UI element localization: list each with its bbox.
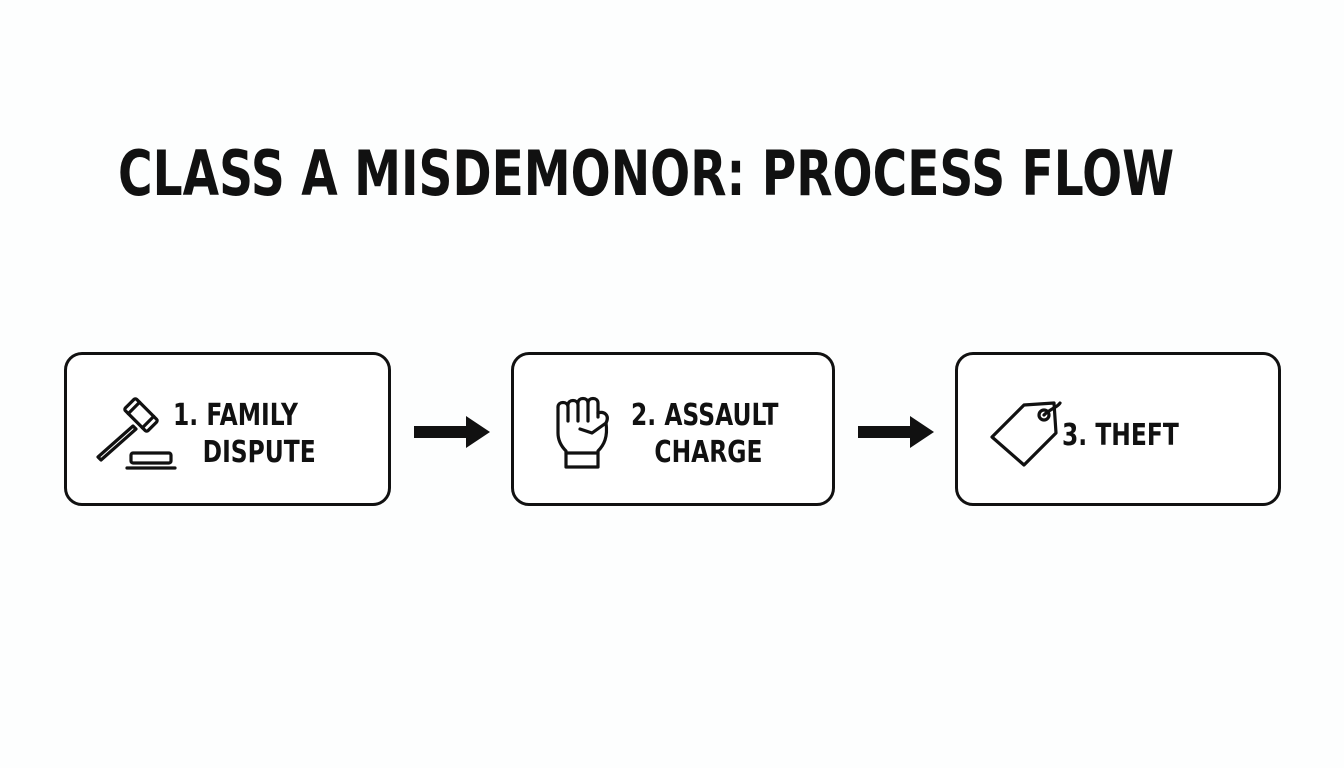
step-label-line1: 3. THEFT	[1062, 418, 1179, 453]
price-tag-icon	[988, 399, 1062, 469]
step-theft: 3. THEFT	[955, 352, 1281, 506]
page-title: CLASS A MISDEMONOR: PROCESS FLOW	[118, 137, 1175, 210]
step-assault-charge: 2. ASSAULT CHARGE	[511, 352, 835, 506]
step-label-line1: 2. ASSAULT	[631, 398, 779, 433]
step-label: 2. ASSAULT CHARGE	[631, 397, 778, 471]
step-label-line2: CHARGE	[654, 435, 763, 470]
gavel-icon	[91, 389, 181, 473]
flow-arrow-1	[414, 414, 492, 455]
step-family-dispute: 1. FAMILY DISPUTE	[64, 352, 391, 506]
flow-arrow-2	[858, 414, 936, 455]
step-label: 3. THEFT	[1062, 417, 1179, 454]
fist-icon	[552, 393, 614, 471]
step-label: 1. FAMILY DISPUTE	[173, 397, 316, 471]
step-label-line1: 1. FAMILY	[173, 398, 298, 433]
step-label-line2: DISPUTE	[202, 435, 316, 470]
